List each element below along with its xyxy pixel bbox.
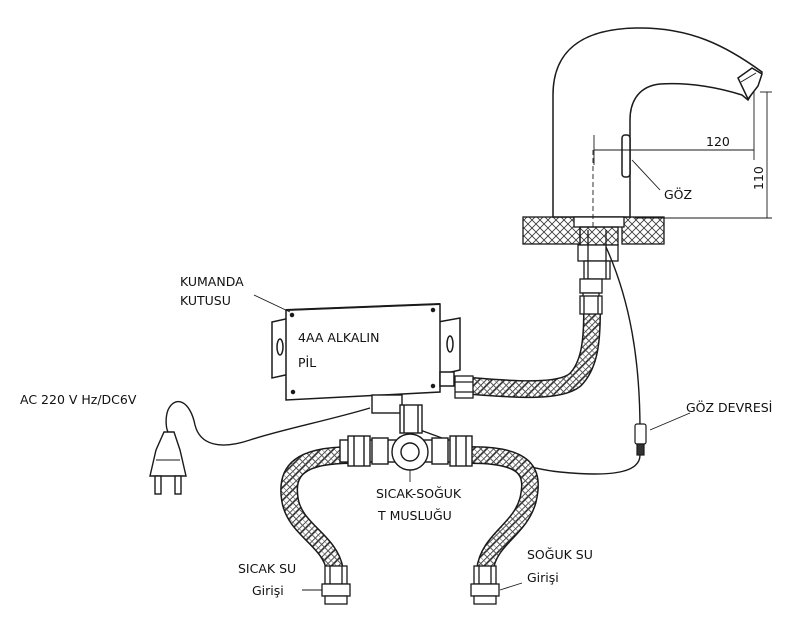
control-box-label-line2: KUTUSU (180, 293, 231, 308)
power-plug (149, 431, 187, 495)
control-box (271, 303, 461, 401)
t-valve-label-line1: SICAK-SOĞUK (376, 486, 462, 501)
power-cable (165, 400, 371, 446)
eye-label: GÖZ (664, 186, 692, 202)
hot-water-label-line1: SICAK SU (238, 561, 296, 576)
power-label: AC 220 V Hz/DC6V (20, 392, 137, 407)
outlet-hose-fittings (454, 295, 603, 399)
cold-water-label-line2: Girişi (527, 570, 559, 585)
battery-label-line1: 4AA ALKALIN (298, 330, 379, 345)
t-valve-label-line2: T MUSLUĞU (377, 508, 452, 523)
countertop (522, 216, 665, 245)
eye-circuit-connector (634, 423, 647, 456)
outlet-hose (471, 311, 601, 399)
hot-water-hose (280, 446, 353, 573)
t-valve (339, 394, 473, 471)
faucet-body (552, 27, 763, 218)
control-box-leader (253, 294, 291, 313)
cold-water-hose (469, 446, 539, 572)
dimension-lines (592, 91, 772, 230)
battery-label-line2: PİL (298, 355, 316, 370)
control-box-label-line1: KUMANDA (180, 274, 244, 289)
height-dimension: 110 (751, 166, 766, 190)
eye-circuit-leader (649, 412, 691, 431)
eye-circuit-label: GÖZ DEVRESİ (686, 399, 772, 415)
cold-water-label-line1: SOĞUK SU (527, 547, 593, 562)
cold-water-leader (499, 582, 523, 591)
cold-water-inlet-fitting (470, 565, 500, 605)
hot-water-inlet-fitting (321, 565, 351, 605)
hot-water-label-line2: Girişi (252, 583, 284, 598)
reach-dimension: 120 (706, 134, 730, 149)
